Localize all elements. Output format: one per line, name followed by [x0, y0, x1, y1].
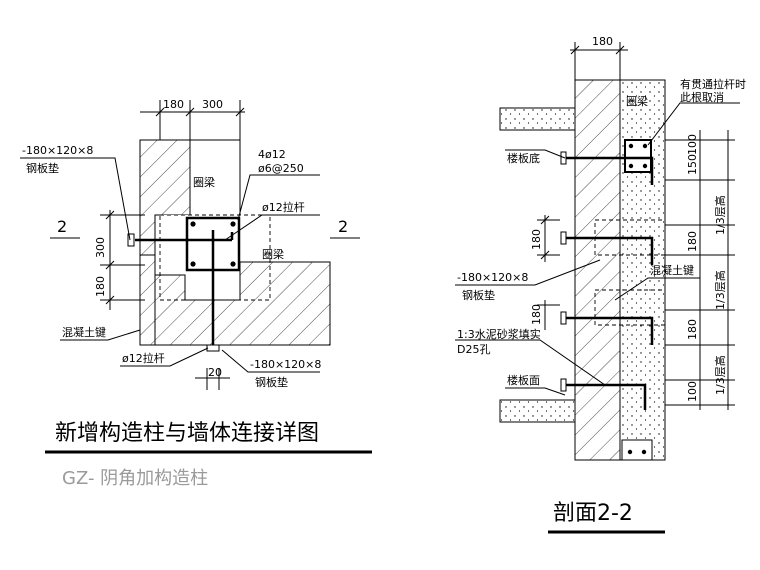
bottom-beam-section — [621, 439, 653, 461]
ring-beam-top-area — [189, 139, 241, 221]
label-plate: -180×120×8 — [457, 271, 528, 284]
label-rebar-main: 4ø12 — [258, 148, 286, 161]
dim-left-b: 180 — [530, 304, 543, 325]
dim-right-150: 150 — [686, 154, 699, 175]
label-plate-top-sub: 钢板垫 — [26, 161, 59, 175]
anchor-bar-4 — [565, 383, 647, 410]
label-tie-rod-right: ø12拉杆 — [262, 200, 305, 214]
dim-right-180a: 180 — [686, 231, 699, 252]
dim-right-180b: 180 — [686, 319, 699, 340]
section-mark-right: 2 — [338, 217, 348, 236]
label-concrete-key-right: 混凝土键 — [650, 263, 694, 277]
ring-beam-section — [624, 139, 652, 173]
label-note-line1: 有贯通拉杆时 — [680, 77, 746, 91]
label-stirrup: ø6@250 — [258, 162, 304, 175]
label-plate-sub: 钢板垫 — [462, 288, 495, 302]
label-plate-bottom-sub: 钢板垫 — [255, 375, 288, 389]
left-dimension: 300 180 — [94, 210, 145, 310]
dim-left-a: 180 — [530, 229, 543, 250]
left-dims-right-section: 180 180 — [530, 215, 560, 330]
section-title: 剖面2-2 — [553, 501, 633, 526]
label-ring-beam-top: 圈梁 — [193, 175, 215, 189]
rebar-dot — [230, 261, 236, 267]
right-section: 180 — [455, 35, 746, 534]
dim-right-third-1: 1/3层高 — [713, 195, 727, 235]
left-detail: 180 300 3 — [20, 98, 372, 489]
anchor-bar-3 — [565, 316, 654, 345]
wall-lower — [154, 261, 331, 346]
label-plate-top: -180×120×8 — [22, 144, 93, 157]
wall-left-strip — [139, 254, 156, 346]
detail-title: 新增构造柱与墙体连接详图 — [55, 421, 319, 446]
label-slab-top: 楼板面 — [507, 373, 540, 387]
top-dimension: 180 300 — [140, 98, 245, 140]
anchor-bar-1 — [565, 156, 654, 185]
steel-plate-left — [127, 233, 135, 247]
label-ring-beam: 圈梁 — [626, 94, 648, 108]
slab-top — [499, 107, 576, 131]
dim-right-third-3: 1/3层高 — [713, 355, 727, 395]
label-tie-rod-bottom: ø12拉杆 — [122, 351, 165, 365]
label-ring-beam-right: 圈梁 — [262, 247, 284, 261]
label-mortar: 1:3水泥砂浆填实 — [457, 327, 541, 341]
label-concrete-key: 混凝土键 — [62, 325, 106, 339]
steel-plate-bottom — [206, 344, 220, 352]
dim-right-third-2: 1/3层高 — [713, 270, 727, 310]
slab-bottom — [499, 399, 576, 423]
dim-left-180: 180 — [94, 276, 107, 297]
anchor-bar-2 — [565, 236, 654, 265]
label-hole: D25孔 — [457, 343, 490, 356]
dim-right-100: 100 — [686, 134, 699, 155]
label-note-line2: 此根取消 — [680, 90, 724, 104]
rebar-dot — [190, 261, 196, 267]
label-slab-bottom: 楼板底 — [507, 151, 540, 165]
detail-subtitle: GZ- 阴角加构造柱 — [62, 468, 208, 489]
anchor-bars — [560, 151, 654, 410]
dim-top-180: 180 — [163, 98, 184, 111]
dim-top-180-right: 180 — [592, 35, 613, 48]
rebar-dot — [190, 221, 196, 227]
wall-section — [574, 79, 621, 461]
section-mark-left: 2 — [57, 217, 67, 236]
rebar-dot — [230, 221, 236, 227]
dim-bottom-20: 20 — [208, 366, 222, 379]
label-plate-bottom: -180×120×8 — [250, 358, 321, 371]
dim-top-300: 300 — [202, 98, 223, 111]
dim-left-300: 300 — [94, 237, 107, 258]
dim-right-100b: 100 — [686, 381, 699, 402]
right-dims: 150 100 180 180 100 1/3层高 1/3层高 1/3层高 — [665, 130, 735, 410]
